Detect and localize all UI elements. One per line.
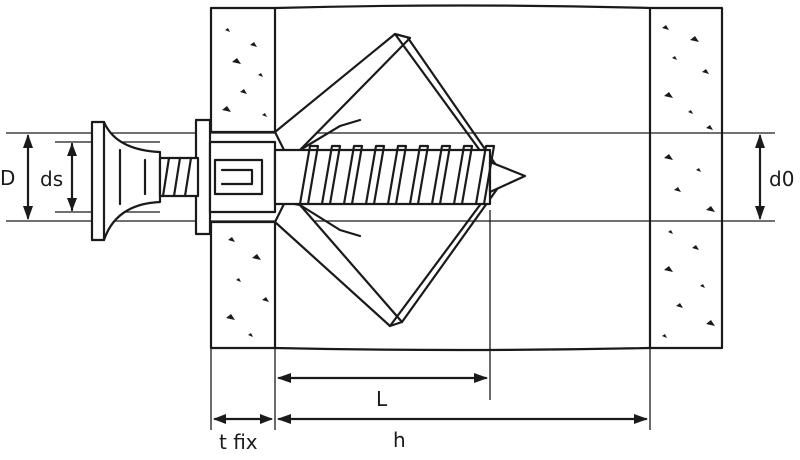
thread-turn — [161, 156, 171, 198]
texture-speck — [672, 56, 677, 60]
dim-d0: d0 — [755, 134, 794, 220]
texture-speck — [700, 284, 705, 288]
texture-speck — [258, 73, 263, 77]
texture-speck — [662, 334, 667, 338]
fixture-board — [209, 6, 277, 350]
texture-speck — [222, 106, 231, 112]
texture-speck — [262, 113, 267, 117]
dim-L: L — [274, 210, 491, 430]
dim-h: h — [277, 348, 651, 452]
anchor-collar — [194, 118, 277, 236]
texture-speck — [676, 303, 683, 308]
wall-cavity — [273, 4, 652, 352]
screw-head — [90, 120, 162, 242]
dim-ds: ds — [40, 142, 77, 212]
thread-turn — [342, 144, 364, 206]
thread-turn — [474, 144, 496, 206]
texture-speck — [248, 333, 253, 337]
texture-speck — [706, 125, 713, 130]
texture-speck — [696, 168, 701, 172]
texture-speck — [236, 278, 241, 282]
label-h: h — [393, 428, 406, 452]
texture-speck — [702, 69, 709, 74]
texture-speck — [262, 297, 269, 302]
thread-turn — [386, 144, 408, 206]
anchor-wings — [273, 32, 507, 328]
texture-speck — [228, 237, 235, 242]
label-d0: d0 — [769, 167, 794, 191]
texture-speck — [250, 42, 257, 47]
texture-speck — [706, 320, 715, 326]
dim-D: D — [0, 134, 33, 220]
texture-speck — [692, 245, 699, 250]
texture-speck — [664, 154, 673, 160]
thread-turn — [452, 144, 474, 206]
right-wall-block — [648, 6, 724, 350]
label-L: L — [376, 387, 388, 411]
texture-speck — [664, 92, 673, 98]
thread-turn — [430, 144, 452, 206]
thread-turn — [298, 144, 320, 206]
label-ds: ds — [40, 167, 63, 191]
thread-turn — [408, 144, 430, 206]
material-texture — [222, 25, 715, 338]
texture-speck — [240, 89, 247, 94]
texture-speck — [706, 206, 715, 212]
texture-speck — [664, 266, 673, 272]
texture-speck — [690, 36, 699, 42]
screw-shaft — [158, 144, 527, 206]
label-D: D — [0, 166, 15, 190]
label-tfix: t fix — [219, 430, 258, 454]
texture-speck — [232, 58, 241, 64]
thread-turn — [320, 144, 342, 206]
thread-turn — [364, 144, 386, 206]
texture-speck — [226, 314, 235, 320]
texture-speck — [225, 28, 230, 32]
thread-turn — [172, 156, 182, 198]
texture-speck — [252, 254, 261, 260]
texture-speck — [668, 230, 673, 234]
dim-tfix: t fix — [210, 348, 273, 454]
texture-speck — [674, 187, 681, 192]
texture-speck — [662, 25, 669, 30]
texture-speck — [688, 110, 693, 114]
thread-turn — [183, 156, 193, 198]
